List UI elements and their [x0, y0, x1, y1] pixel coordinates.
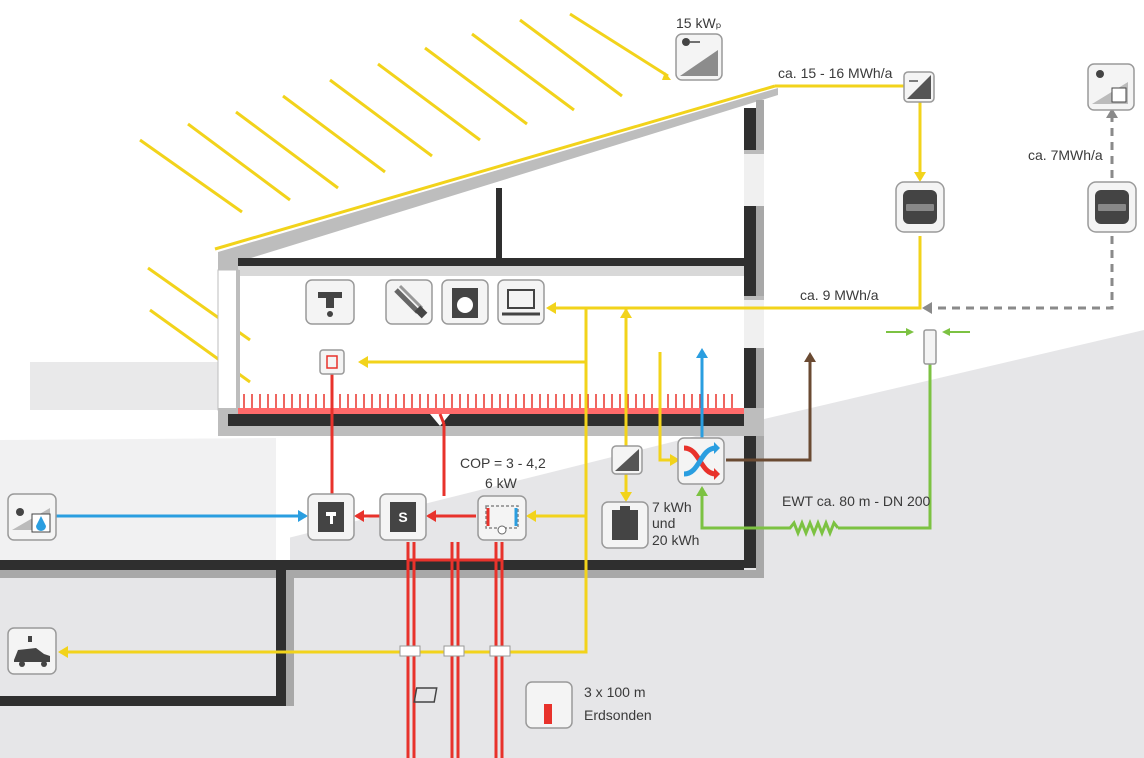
storage-tank-icon: S: [379, 493, 427, 541]
fresh-air-line: [700, 331, 970, 538]
cop-label: COP = 3 - 4,2: [460, 455, 546, 471]
rainwater-icon: [7, 493, 57, 541]
battery-label-3: 20 kWh: [652, 532, 699, 548]
pv-yield-label: ca. 15 - 16 MWh/a: [778, 65, 893, 81]
hot-water-outlet-icon: [319, 349, 345, 375]
exhaust-line: [726, 356, 812, 462]
external-feed-line: [924, 112, 1114, 310]
battery-label-2: und: [652, 515, 675, 531]
external-yield-label: ca. 7MWh/a: [1028, 147, 1103, 163]
labels: 15 kWₚ ca. 15 - 16 MWh/a ca. 7MWh/a ca. …: [460, 15, 1103, 723]
water-tap-icon: [305, 279, 355, 325]
ground-probe-icon: [413, 681, 573, 729]
inverter-icon: [903, 71, 935, 103]
heat-pump-icon: [477, 495, 527, 541]
probes-label-2: Erdsonden: [584, 707, 652, 723]
electricity-lines: [60, 84, 922, 654]
inverter-icon-2: [611, 445, 643, 475]
electric-car-icon: [7, 627, 57, 675]
battery-label-1: 7 kWh: [652, 499, 692, 515]
external-meter-icon: [1087, 181, 1137, 233]
pv-peak-label: 15 kWₚ: [676, 15, 722, 31]
probes-label-1: 3 x 100 m: [584, 684, 645, 700]
energy-saving-lamp-icon: [385, 279, 433, 325]
svg-text:S: S: [398, 509, 407, 525]
heatpump-power-label: 6 kW: [485, 475, 518, 491]
battery-icon: [601, 501, 649, 549]
hot-water-tank-icon: [307, 493, 355, 541]
external-generator-icon: [1087, 63, 1135, 111]
electricity-meter-icon: [895, 181, 945, 233]
ewt-label: EWT ca. 80 m - DN 200: [782, 493, 931, 509]
heating-lines: [330, 362, 511, 758]
floor-heating: [243, 394, 733, 408]
heat-recovery-icon: [677, 437, 725, 485]
laptop-icon: [497, 279, 545, 325]
water-lines: [56, 348, 708, 518]
washing-machine-icon: [441, 279, 489, 325]
air-intake-icon: [923, 329, 937, 365]
solar-panel-icon: [675, 33, 723, 81]
house-consumption-label: ca. 9 MWh/a: [800, 287, 879, 303]
